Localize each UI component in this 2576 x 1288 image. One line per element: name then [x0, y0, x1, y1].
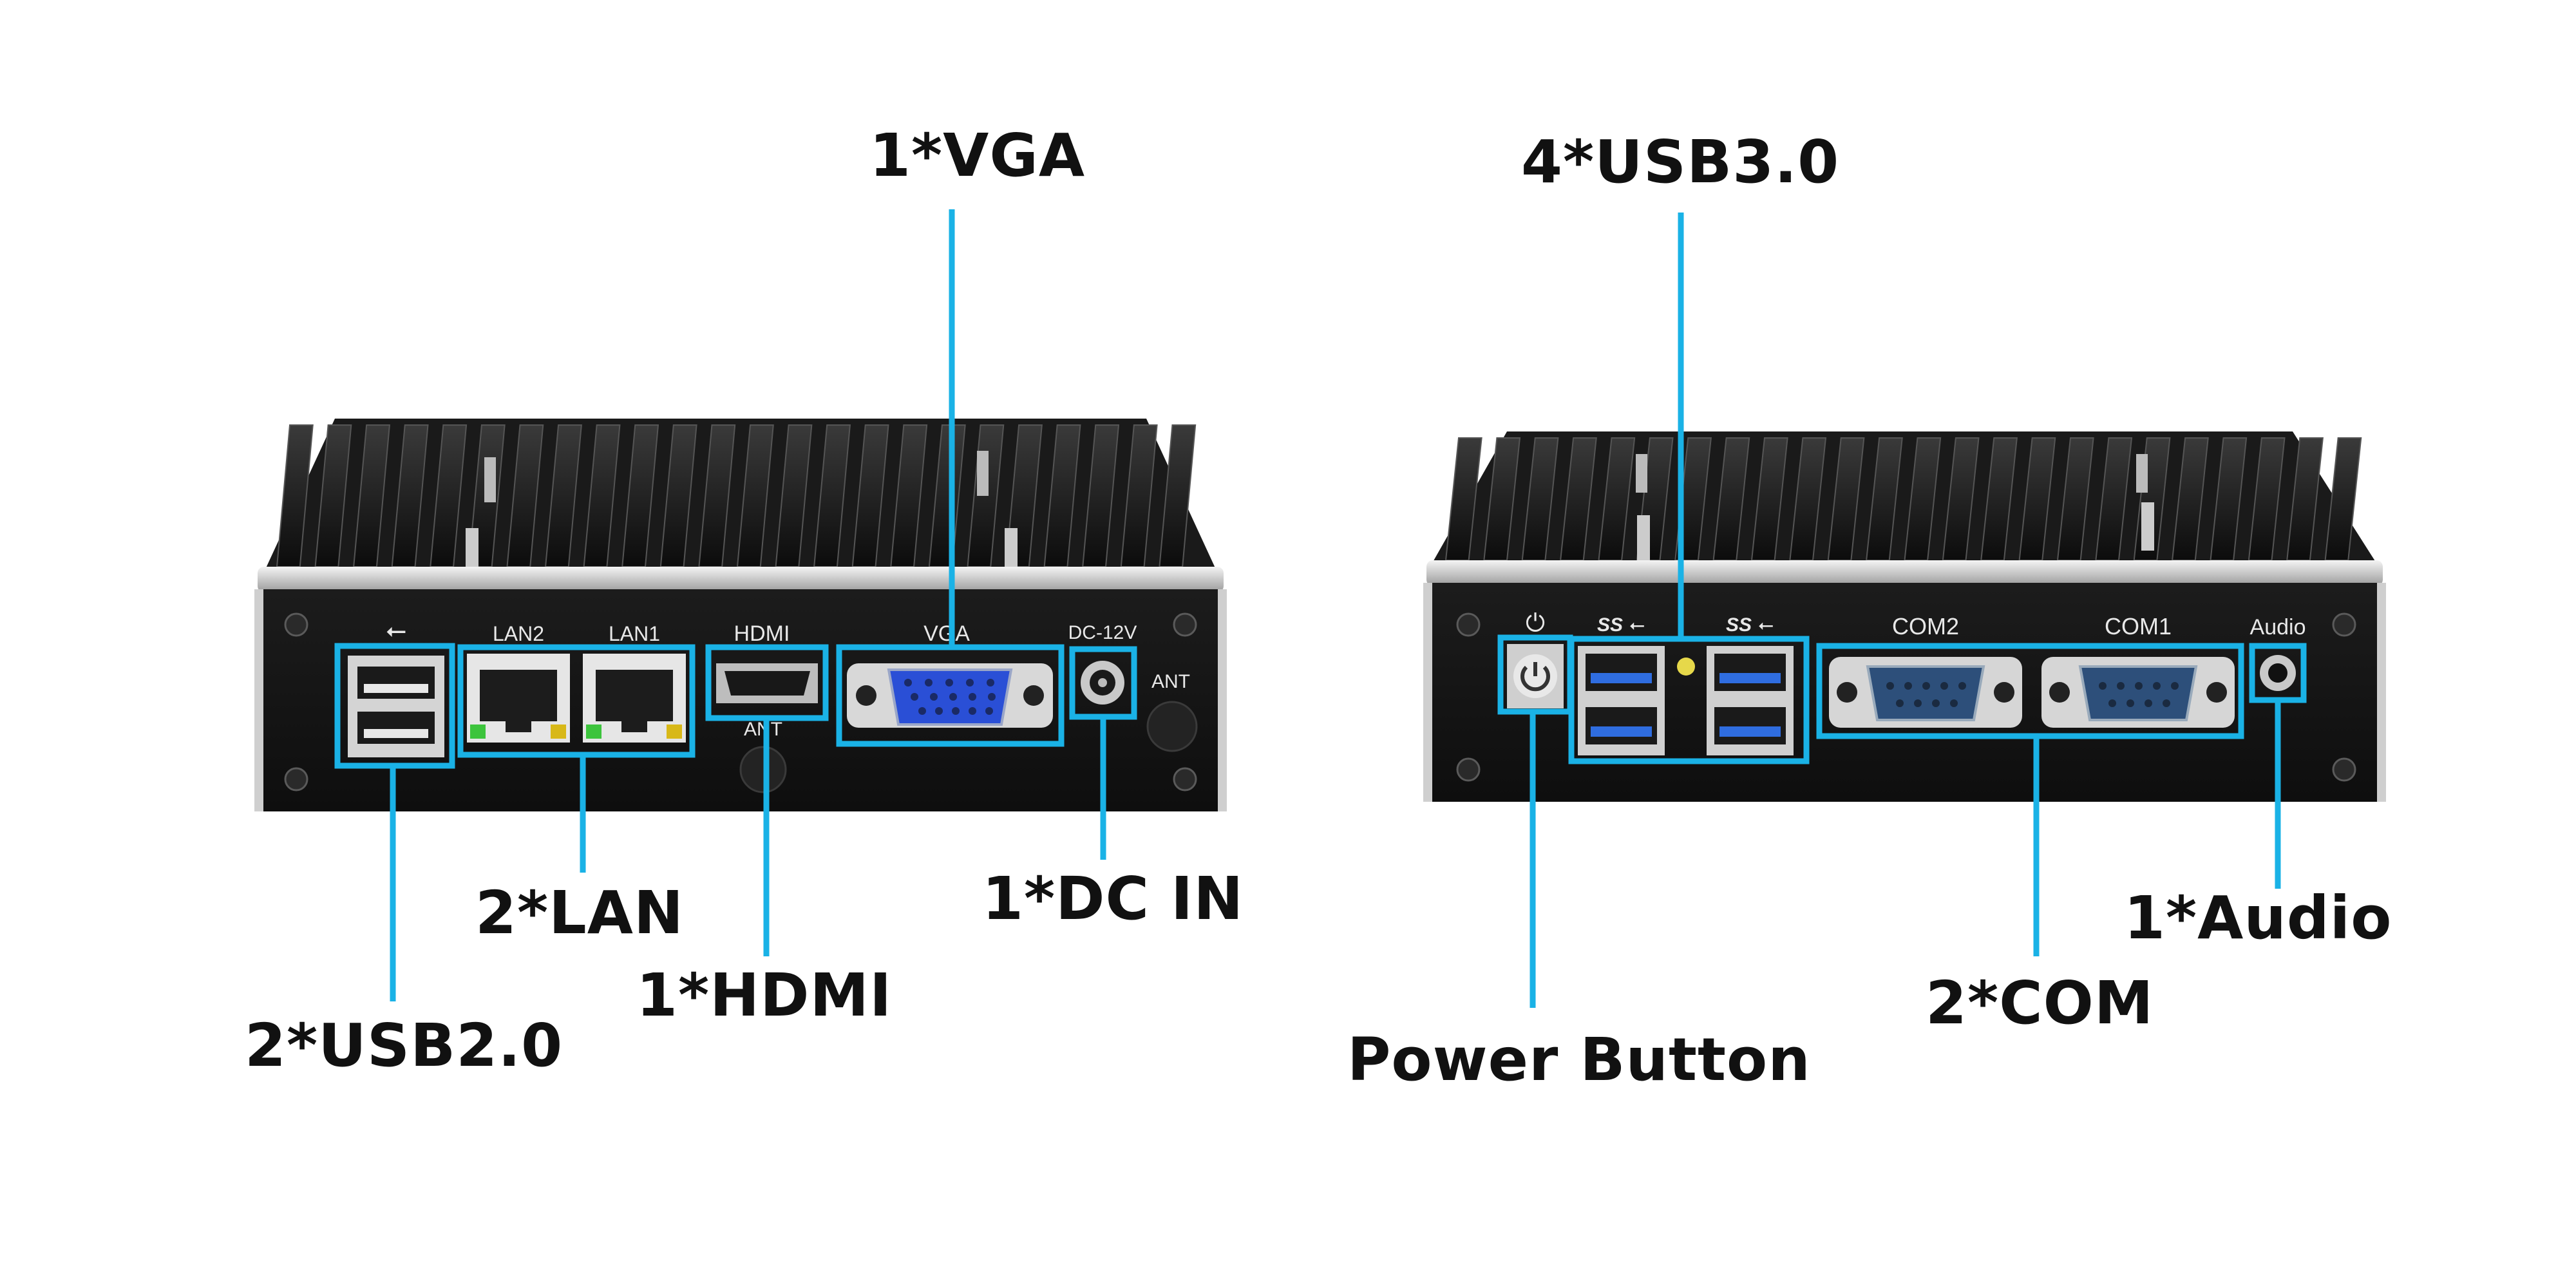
- left-rail: [258, 567, 1224, 592]
- connector-pin: [2108, 699, 2116, 707]
- hdmi-label: HDMI: [734, 621, 790, 646]
- right-heatsink: [1426, 431, 2383, 573]
- connector-pin: [930, 693, 938, 701]
- right-panel-screws: [1456, 612, 2356, 782]
- connector-pin: [925, 679, 933, 687]
- connector-pin: [987, 679, 994, 687]
- vga-label: VGA: [923, 621, 970, 646]
- connector-pin: [911, 693, 918, 701]
- connector-pin: [985, 707, 993, 715]
- usb3-ports: [1578, 646, 1794, 755]
- connector-pin: [2153, 682, 2161, 690]
- usb3-callout: 4*USB3.0: [1521, 128, 1840, 196]
- ant-bottom-label: ANT: [744, 719, 782, 740]
- lan1-label: LAN1: [609, 622, 660, 645]
- vga-callout: 1*VGA: [869, 121, 1086, 190]
- ant-right-label: ANT: [1151, 671, 1190, 692]
- dc-in-port: [1081, 661, 1124, 705]
- connector-pin: [969, 693, 976, 701]
- ss-usb-left-label: SS: [1597, 614, 1623, 636]
- connector-pin: [945, 679, 953, 687]
- connector-pin: [949, 693, 957, 701]
- usb2-ports: [348, 656, 444, 757]
- left-heatsink: [258, 419, 1224, 586]
- left-leader-lines: [390, 209, 1106, 1001]
- status-led-icon: [1677, 658, 1695, 676]
- connector-pin: [1940, 682, 1948, 690]
- com-callout: 2*COM: [1926, 969, 2154, 1037]
- vga-port: [847, 663, 1053, 728]
- right-rail: [1426, 560, 2383, 586]
- antenna-hole-right: [1146, 701, 1198, 752]
- connector-pin: [2126, 699, 2134, 707]
- com-ports: [1829, 657, 2235, 728]
- antenna-hole-bottom: [739, 746, 787, 793]
- connector-pin: [2171, 682, 2179, 690]
- usb2-callout: 2*USB2.0: [245, 1011, 564, 1080]
- dc-in-callout: 1*DC IN: [982, 864, 1244, 933]
- connector-pin: [1950, 699, 1958, 707]
- connector-pin: [935, 707, 943, 715]
- dc-12v-label: DC-12V: [1068, 622, 1137, 643]
- power-button-callout: Power Button: [1347, 1025, 1811, 1094]
- lan2-label: LAN2: [493, 622, 544, 645]
- connector-pin: [1922, 682, 1930, 690]
- ss-usb-right-label: SS: [1726, 614, 1752, 636]
- connector-pin: [1914, 699, 1922, 707]
- audio-label: Audio: [2250, 615, 2306, 639]
- com-highlight: [1816, 643, 2244, 739]
- audio-callout: 1*Audio: [2124, 884, 2392, 952]
- usb3-highlight: [1568, 636, 1810, 764]
- connector-pin: [2163, 699, 2170, 707]
- connector-pin: [918, 707, 926, 715]
- usb-symbol-icon: ⭠: [386, 616, 406, 645]
- connector-pin: [1932, 699, 1940, 707]
- connector-pin: [1904, 682, 1912, 690]
- power-symbol-icon: ⏻: [1526, 609, 1545, 637]
- connector-pin: [2117, 682, 2125, 690]
- left-panel-screws: [284, 612, 1197, 791]
- ss-usb-left-icon: ⭠: [1629, 614, 1645, 636]
- lan-highlight: [457, 644, 696, 758]
- power-button[interactable]: [1507, 644, 1564, 708]
- connector-pin: [966, 679, 974, 687]
- audio-jack: [2260, 655, 2296, 691]
- connector-pin: [969, 707, 976, 715]
- right-minipc: ⏻ SS SS ⭠ ⭠: [1423, 213, 2386, 1008]
- connector-pin: [904, 679, 912, 687]
- connector-pin: [2145, 699, 2152, 707]
- hdmi-port: [716, 663, 818, 703]
- hdmi-callout: 1*HDMI: [636, 961, 893, 1030]
- connector-pin: [1896, 699, 1904, 707]
- com2-label: COM2: [1892, 613, 1959, 639]
- connector-pin: [2099, 682, 2107, 690]
- connector-pin: [1958, 682, 1966, 690]
- com1-label: COM1: [2105, 613, 2172, 639]
- left-minipc: ⭠ LAN2 LAN1 HDMI ANT: [254, 209, 1227, 1001]
- lan-ports: [467, 654, 686, 743]
- ss-usb-right-icon: ⭠: [1758, 614, 1774, 636]
- connector-pin: [952, 707, 960, 715]
- connector-pin: [988, 693, 996, 701]
- right-leader-lines: [1530, 213, 2281, 1008]
- lan-callout: 2*LAN: [475, 878, 684, 947]
- connector-pin: [2135, 682, 2143, 690]
- connector-pin: [1886, 682, 1894, 690]
